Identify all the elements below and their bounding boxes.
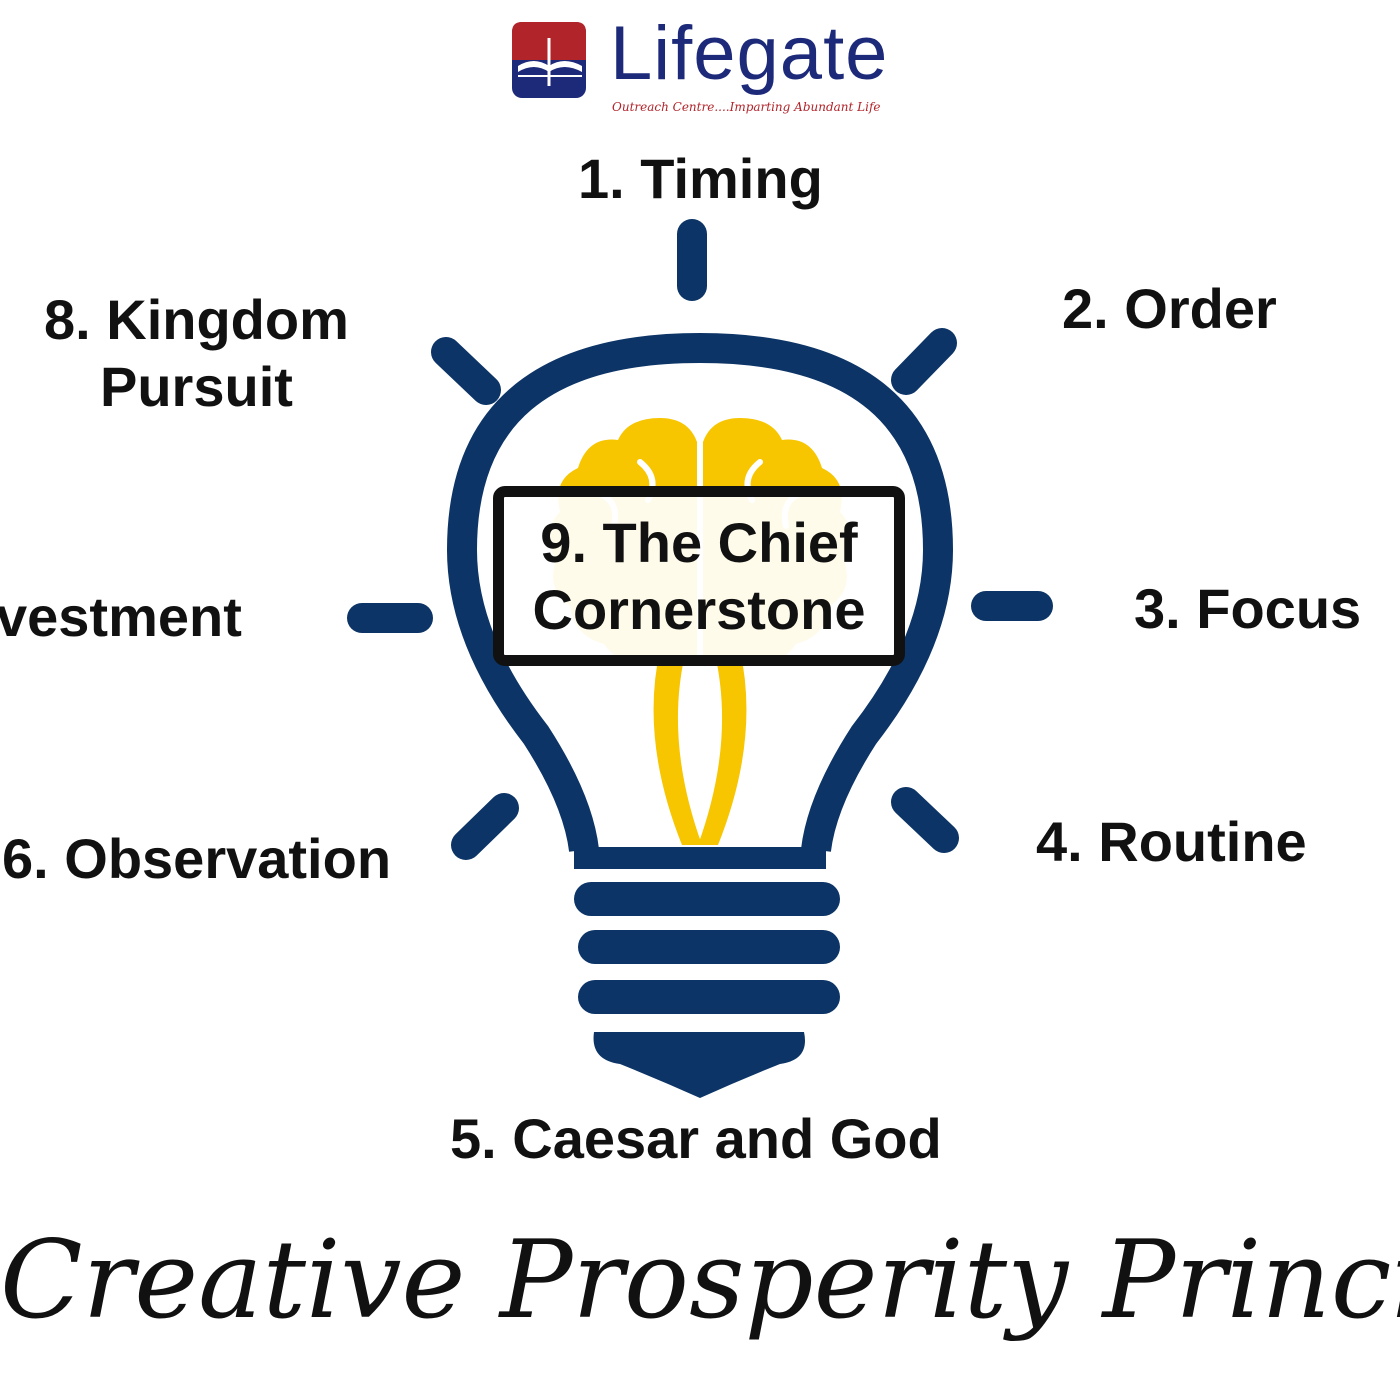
- bulb-outline: [447, 333, 953, 853]
- principle-2-label: 2. Order: [1062, 277, 1277, 340]
- principle-9-line1: 9. The Chief: [540, 510, 858, 574]
- logo-tagline: Outreach Centre....Imparting Abundant Li…: [612, 100, 881, 114]
- principle-5-label: 5. Caesar and God: [450, 1107, 942, 1170]
- open-book-icon: [512, 22, 586, 98]
- logo-wordmark: Lifegate: [610, 11, 889, 96]
- principle-8-line1: 8. Kingdom: [44, 288, 349, 351]
- principle-9-line2: Cornerstone: [532, 578, 866, 641]
- principle-1-label: 1. Timing: [578, 147, 823, 210]
- principle-7-label: vestment: [0, 585, 242, 648]
- principle-4-label: 4. Routine: [1036, 810, 1307, 873]
- diagram-title: Creative Prosperity Principles: [0, 1218, 1400, 1343]
- principle-8-line2: Pursuit: [99, 355, 293, 419]
- center-principle-box: 9. The Chief Cornerstone: [493, 486, 905, 666]
- principle-3-label: 3. Focus: [1134, 577, 1362, 640]
- principle-8-label: 8. Kingdom Pursuit: [44, 286, 349, 420]
- lifegate-logo: Lifegate Outreach Centre....Imparting Ab…: [510, 11, 910, 123]
- principle-6-label: 6. Observation: [2, 827, 392, 890]
- bulb-base: [574, 882, 840, 1098]
- bulb-rays: [347, 219, 1053, 860]
